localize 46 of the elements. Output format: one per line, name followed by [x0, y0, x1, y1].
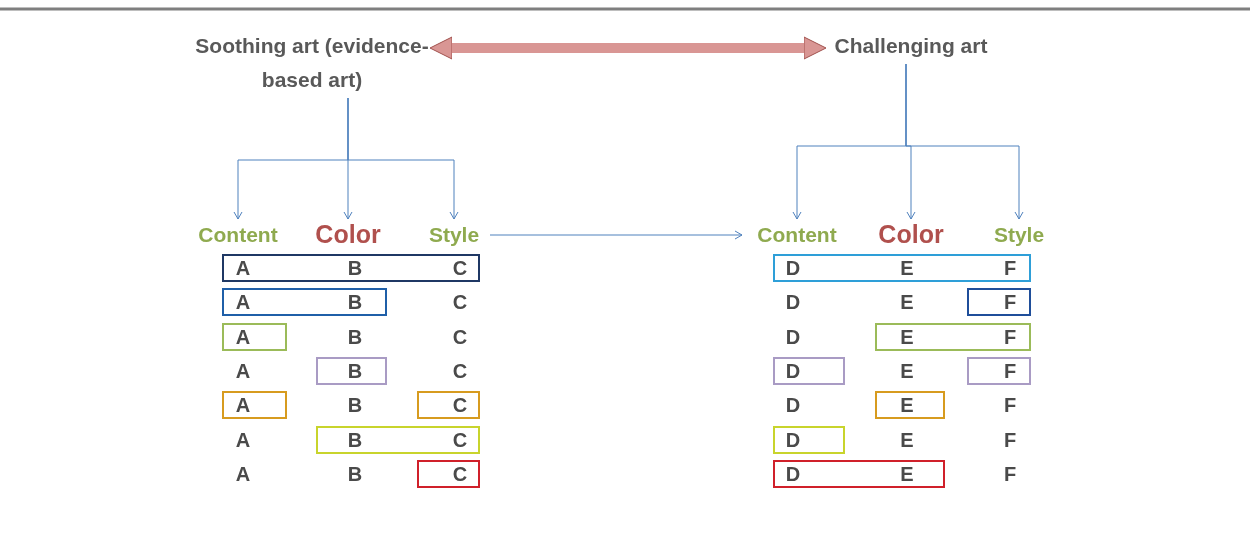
letter-label: A [235, 361, 251, 381]
letter-label: D [785, 327, 801, 347]
arrow [489, 230, 743, 240]
letter-label: E [900, 292, 914, 312]
letter-label: E [900, 430, 914, 450]
highlight-box: E [875, 391, 945, 419]
highlight-box: A B C [222, 254, 480, 282]
arrow [905, 63, 1024, 220]
highlight-box: A [222, 391, 287, 419]
column-heading: Color [878, 219, 944, 251]
column-heading: Style [993, 222, 1045, 249]
highlight-box: B C [316, 426, 480, 454]
letter-label: E [900, 361, 914, 381]
letter-label: C [452, 361, 468, 381]
column-heading: Content [757, 222, 837, 249]
heading-text: Soothing art (evidence-based art) [194, 33, 430, 93]
letter-label: B [347, 464, 363, 484]
double-arrow [429, 36, 827, 60]
letter-label: D [785, 292, 801, 312]
letter-label: C [452, 292, 468, 312]
column-heading: Color [315, 219, 381, 251]
letter-label: A [235, 430, 251, 450]
highlight-box: C [417, 391, 480, 419]
letter-label: C [452, 327, 468, 347]
highlight-box: F [967, 357, 1031, 385]
column-heading: Content [198, 222, 278, 249]
letter-label: F [1003, 395, 1017, 415]
highlight-box: A [222, 323, 287, 351]
letter-label: F [1003, 430, 1017, 450]
letter-label: B [347, 327, 363, 347]
letter-label: D [785, 395, 801, 415]
heading-text: Challenging art [834, 33, 988, 59]
column-heading: Style [428, 222, 480, 249]
highlight-box: C [417, 460, 480, 488]
arrow [347, 97, 459, 220]
highlight-box: E F [875, 323, 1031, 351]
letter-label: A [235, 464, 251, 484]
highlight-box: D E [773, 460, 945, 488]
highlight-box: D [773, 357, 845, 385]
highlight-box: F [967, 288, 1031, 316]
highlight-box: A B [222, 288, 387, 316]
highlight-box: B [316, 357, 387, 385]
letter-label: F [1003, 464, 1017, 484]
letter-label: B [347, 395, 363, 415]
highlight-box: D E F [773, 254, 1031, 282]
highlight-box: D [773, 426, 845, 454]
